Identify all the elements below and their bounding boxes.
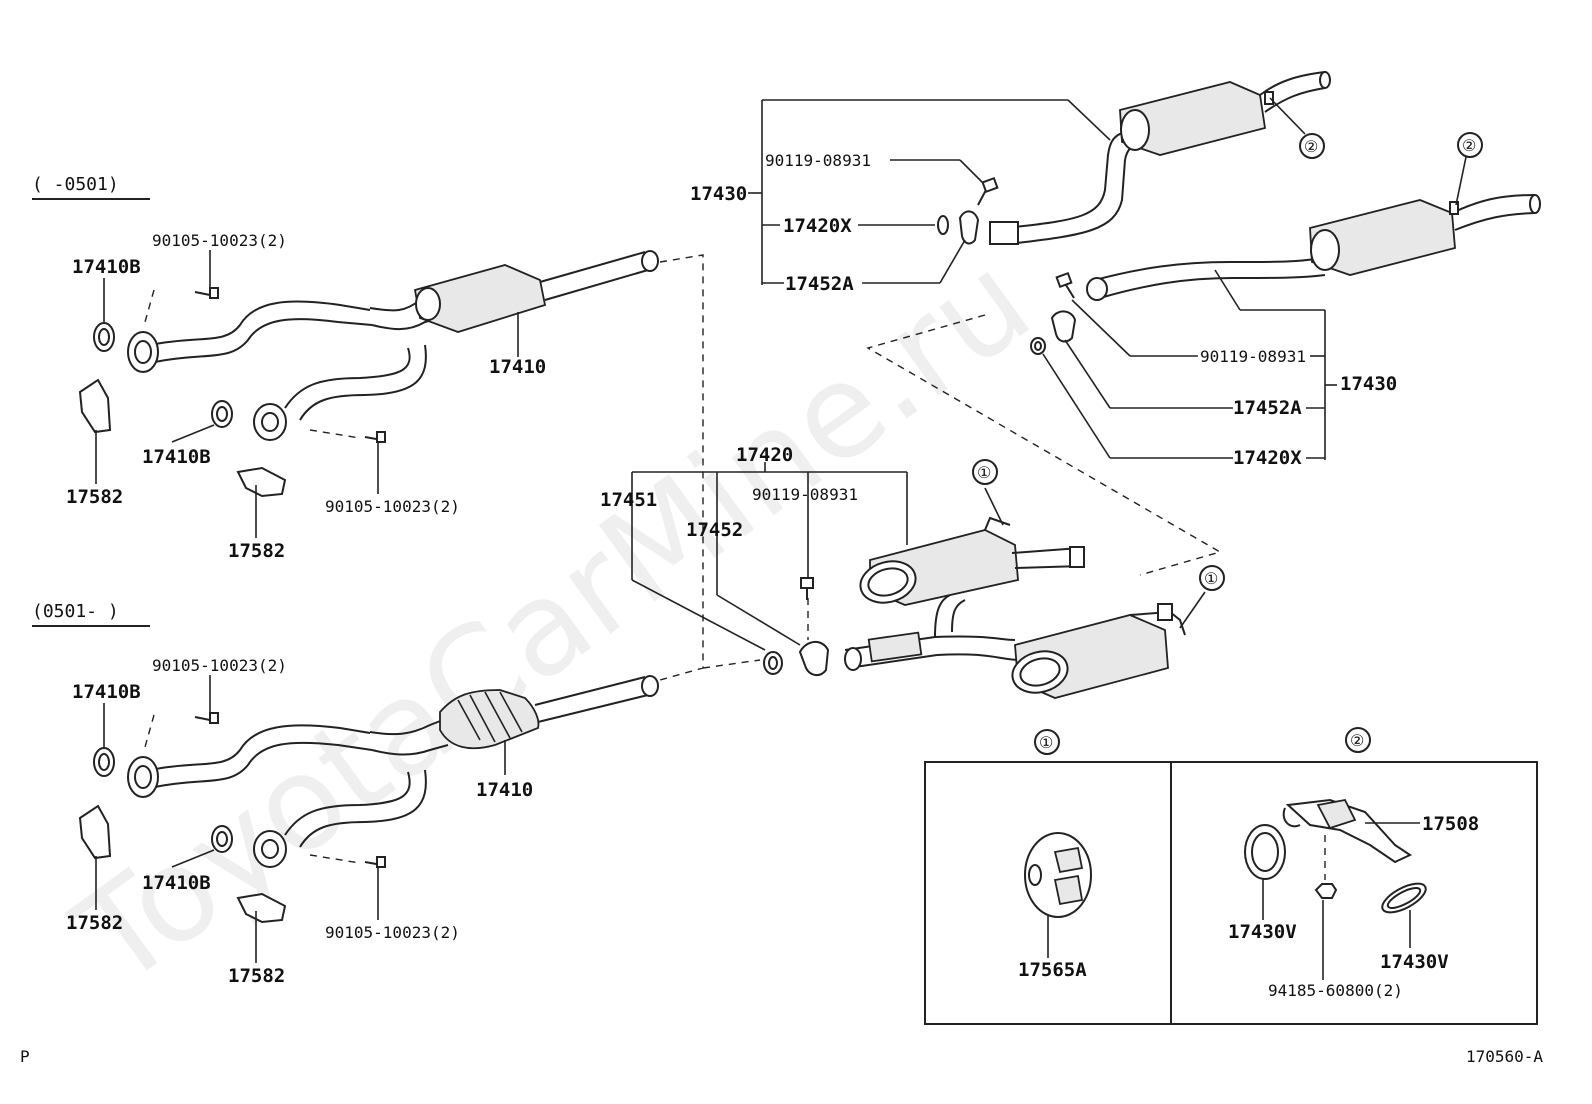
label-17410B: 17410B xyxy=(72,256,141,278)
bolt-90119-upper xyxy=(977,176,999,206)
label-17420: 17420 xyxy=(736,444,793,466)
label-17420X: 17420X xyxy=(1233,447,1302,469)
label-90105-10023: 90105-10023(2) xyxy=(325,923,460,942)
front-pipe-assembly-bottom xyxy=(127,675,659,868)
callout-2-detail-header: ② xyxy=(1345,727,1371,753)
label-17410B: 17410B xyxy=(142,872,211,894)
clamp-17452A-lower xyxy=(1050,310,1077,343)
label-17430: 17430 xyxy=(1340,373,1397,395)
center-muffler-assembly xyxy=(844,516,1186,699)
bolt-90105-b xyxy=(364,431,386,443)
label-17582: 17582 xyxy=(228,965,285,987)
svg-text:①: ① xyxy=(1039,733,1053,752)
bracket-17582-d xyxy=(236,892,287,924)
label-17430: 17430 xyxy=(690,183,747,205)
label-17582: 17582 xyxy=(66,486,123,508)
callout-2-lower: ② xyxy=(1457,132,1483,158)
label-17410: 17410 xyxy=(489,356,546,378)
bracket-17582-c xyxy=(78,804,112,860)
callout-1-center-a: ① xyxy=(972,459,998,485)
label-17508: 17508 xyxy=(1422,813,1479,835)
label-17420X: 17420X xyxy=(783,215,852,237)
clamp-17452A-upper xyxy=(958,210,980,245)
nut-94185 xyxy=(1314,883,1338,899)
label-90105-10023: 90105-10023(2) xyxy=(152,656,287,675)
label-17582: 17582 xyxy=(66,912,123,934)
bracket-17508 xyxy=(1282,798,1413,864)
bolt-90105-d xyxy=(364,856,386,868)
svg-text:②: ② xyxy=(1350,731,1364,750)
svg-text:②: ② xyxy=(1462,136,1476,155)
clamp-17452 xyxy=(798,641,830,676)
bolt-90119-center xyxy=(800,577,814,600)
muffler-17430-upper xyxy=(1119,81,1267,156)
gasket-17420X-upper xyxy=(937,215,949,235)
label-17410: 17410 xyxy=(476,779,533,801)
pipe-end-17430-upper xyxy=(989,221,1019,245)
callout-1-center-b: ① xyxy=(1199,565,1225,591)
front-pipe-assembly-top xyxy=(127,250,659,441)
label-17430V: 17430V xyxy=(1380,951,1449,973)
svg-text:①: ① xyxy=(1204,569,1218,588)
callout-1-detail-header: ① xyxy=(1034,729,1060,755)
svg-text:②: ② xyxy=(1304,137,1318,156)
label-17582: 17582 xyxy=(228,540,285,562)
footer-left-mark: P xyxy=(20,1047,30,1066)
tail-pipe-assembly-upper xyxy=(989,71,1331,245)
pipe-end-17430-lower xyxy=(1086,277,1108,301)
label-17451: 17451 xyxy=(600,489,657,511)
detail-box xyxy=(924,761,1538,1025)
muffler-17430-lower xyxy=(1309,199,1456,276)
label-17452A: 17452A xyxy=(785,273,854,295)
svg-text:①: ① xyxy=(977,463,991,482)
bracket-17582-b xyxy=(236,466,287,498)
label-90105-10023: 90105-10023(2) xyxy=(325,497,460,516)
label-17452A: 17452A xyxy=(1233,397,1302,419)
label-90105-10023: 90105-10023(2) xyxy=(152,231,287,250)
label-17410B: 17410B xyxy=(72,681,141,703)
label-17410B: 17410B xyxy=(142,446,211,468)
tail-pipe-assembly-lower xyxy=(1086,194,1541,301)
catalytic-converter xyxy=(439,689,540,750)
label-17452: 17452 xyxy=(686,519,743,541)
label-90119-08931: 90119-08931 xyxy=(765,151,871,170)
hanger-17565A xyxy=(1024,832,1092,918)
resonator-top xyxy=(413,264,547,333)
bolt-90105-a xyxy=(194,287,219,299)
bolt-90105-c xyxy=(194,712,219,724)
range-label-top: ( -0501) xyxy=(32,174,119,195)
label-90119-08931: 90119-08931 xyxy=(1200,347,1306,366)
diagram-code: 170560-A xyxy=(1466,1047,1543,1066)
bracket-17582-a xyxy=(78,378,112,434)
callout-2-upper: ② xyxy=(1299,133,1325,159)
range-label-bottom: (0501- ) xyxy=(32,601,119,622)
label-90119-08931: 90119-08931 xyxy=(752,485,858,504)
watermark: ToyotaCarMine.ru xyxy=(48,225,1057,1016)
label-94185-60800: 94185-60800(2) xyxy=(1268,981,1403,1000)
bolt-90119-lower xyxy=(1055,271,1075,299)
label-17565A: 17565A xyxy=(1018,959,1087,981)
label-17430V: 17430V xyxy=(1228,921,1297,943)
